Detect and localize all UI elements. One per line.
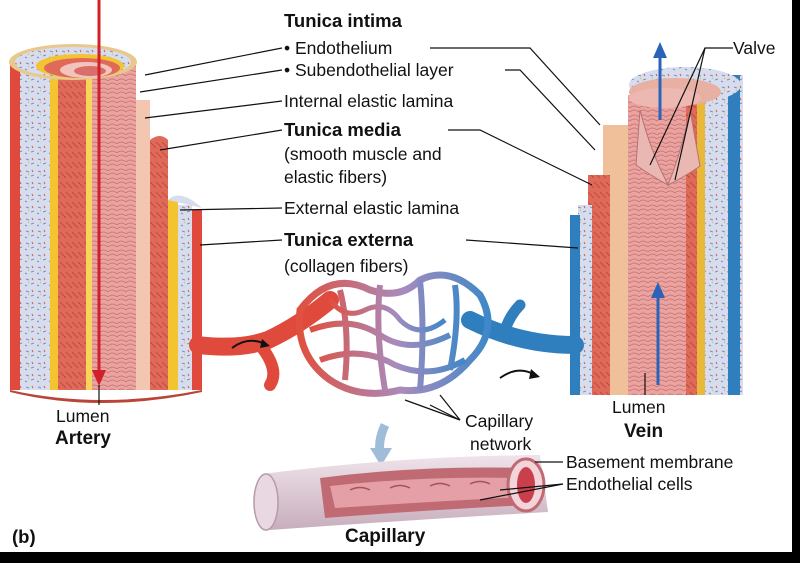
artery-internal-elastic-lamina <box>86 62 92 390</box>
label-valve: Valve <box>733 38 776 58</box>
label-tunica-externa: Tunica externa <box>284 229 414 250</box>
label-capillary: Capillary <box>345 526 426 547</box>
label-external-elastic-lamina: External elastic lamina <box>284 198 460 218</box>
artery-tunica-media <box>58 60 86 390</box>
label-externa-description: (collagen fibers) <box>284 256 409 276</box>
label-vein: Vein <box>624 421 664 442</box>
label-capillary-network-2: network <box>470 434 532 454</box>
capillary-network <box>189 271 584 466</box>
label-lumen-artery: Lumen <box>56 406 110 426</box>
leader-lines <box>98 47 733 501</box>
vein-cross-section <box>570 42 743 395</box>
artery-cross-section <box>9 0 202 403</box>
label-basement-membrane: Basement membrane <box>566 452 734 472</box>
label-capillary-network-1: Capillary <box>465 411 534 431</box>
capillary-cross-section <box>253 455 548 531</box>
label-internal-elastic-lamina: Internal elastic lamina <box>284 91 454 111</box>
label-media-description-1: (smooth muscle and <box>284 144 442 164</box>
label-lumen-vein: Lumen <box>612 397 666 417</box>
label-endothelium: • Endothelium <box>284 38 393 58</box>
zoom-arrow <box>375 423 390 453</box>
label-tunica-media: Tunica media <box>284 119 401 140</box>
label-subendothelial-layer: • Subendothelial layer <box>284 60 454 80</box>
label-endothelial-cells: Endothelial cells <box>566 474 693 494</box>
artery-external-elastic-lamina <box>50 60 58 390</box>
label-tunica-intima: Tunica intima <box>284 10 402 31</box>
label-artery: Artery <box>55 428 111 449</box>
label-media-description-2: elastic fibers) <box>284 167 388 187</box>
label-panel-b: (b) <box>12 526 36 547</box>
